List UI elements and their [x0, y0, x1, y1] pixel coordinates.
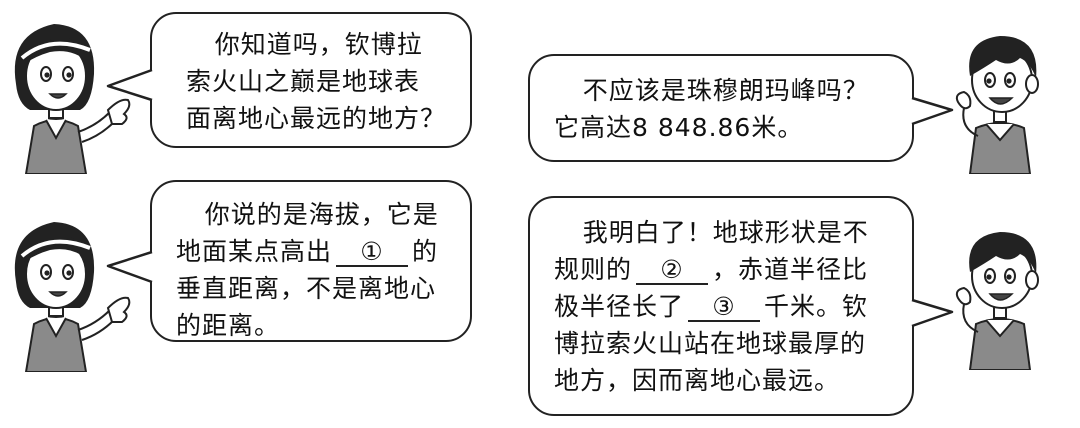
speech-bubble-girl-1: 你知道吗，钦博拉 索火山之巅是地球表 面离地心最远的地方？: [150, 12, 472, 148]
bubble-text: ，赤道半径比: [712, 255, 869, 284]
bubble-line: 地方，因而离地心最远。: [554, 366, 841, 395]
blank-1[interactable]: ①: [336, 239, 409, 267]
bubble-text: 地面某点高出: [176, 237, 333, 266]
bubble-line: 面离地心最远的地方？: [186, 104, 447, 133]
bubble-line: 你说的是海拔，它是: [204, 200, 439, 229]
blank-2[interactable]: ②: [636, 257, 709, 285]
bubble-text: 规则的: [554, 255, 633, 284]
bubble-line: 索火山之巅是地球表: [186, 67, 421, 96]
boy-illustration: [950, 220, 1060, 370]
bubble-text: 极半径长了: [554, 292, 685, 321]
speech-bubble-boy-1: 不应该是珠穆朗玛峰吗？ 它高达8 848.86米。: [528, 54, 914, 162]
blank-3[interactable]: ③: [688, 294, 761, 322]
boy-illustration: [950, 24, 1060, 174]
bubble-text: 的: [412, 237, 439, 266]
bubble-line: 垂直距离，不是离地心: [176, 274, 437, 303]
bubble-line: 我明白了！地球形状是不: [582, 218, 869, 247]
bubble-line: 博拉索火山站在地球最厚的: [554, 329, 867, 358]
bubble-line: 的距离。: [176, 311, 281, 340]
bubble-text: 千米。钦: [764, 292, 869, 321]
bubble-line: 你知道吗，钦博拉: [214, 30, 423, 59]
girl-illustration: [6, 14, 136, 174]
girl-illustration: [6, 212, 136, 372]
bubble-line: 不应该是珠穆朗玛峰吗？: [582, 76, 869, 105]
bubble-line: 它高达8 848.86米。: [554, 113, 804, 142]
